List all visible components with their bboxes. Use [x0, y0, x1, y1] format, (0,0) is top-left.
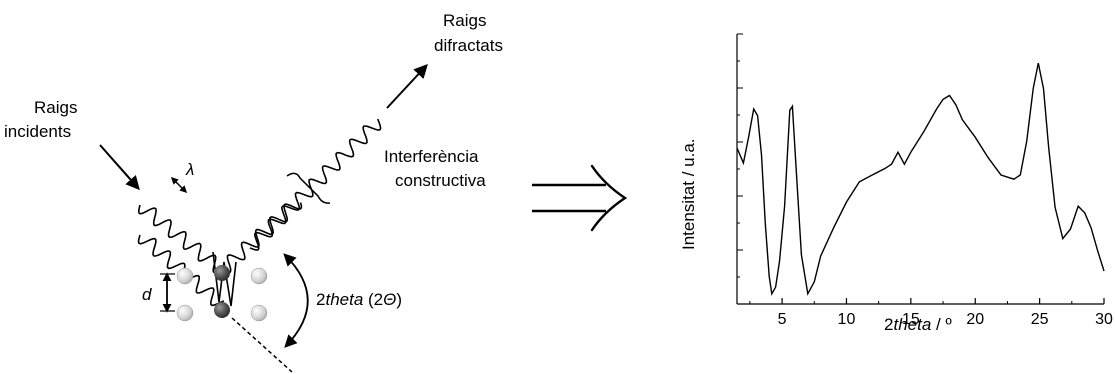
angle-arc: [283, 253, 309, 348]
diffracted-arrow: [386, 63, 428, 109]
incident-wave-2: [137, 234, 225, 307]
spacing-symbol: d: [142, 285, 152, 304]
incident-extension: [231, 317, 293, 373]
incident-arrow: [99, 144, 140, 191]
angle-label: 2theta (2Θ): [316, 290, 402, 309]
atom-light: [250, 267, 268, 285]
diffracted-wave-2: [249, 118, 382, 251]
diffracted-label-line1: Raigs: [443, 11, 486, 30]
xrd-curve: [736, 62, 1105, 296]
atom-light: [176, 304, 194, 322]
wavefront-bracket: [286, 172, 331, 204]
x-tick-label: 5: [778, 311, 787, 328]
diffracted-wave-1: [221, 202, 303, 274]
atom-light: [250, 304, 268, 322]
y-axis-label: Intensitat / u.a.: [679, 138, 698, 250]
interference-line2: constructiva: [395, 171, 486, 190]
x-axis-label: 2theta / º: [884, 315, 952, 334]
interference-line1: Interferència: [384, 147, 479, 166]
x-tick-label: 15: [902, 311, 920, 328]
reflection-path: [212, 251, 237, 307]
atom-dark: [214, 302, 230, 318]
x-tick-label: 20: [966, 311, 984, 328]
atom-dark: [214, 265, 230, 281]
xrd-chart: 5 10 15 20 25 30 Intensitat / u.a. 2theta / º: [679, 33, 1113, 334]
incident-label-line1: Raigs: [34, 98, 77, 117]
incident-label-line2: incidents: [4, 122, 71, 141]
atom-light: [176, 267, 194, 285]
y-ticks: [737, 33, 743, 305]
diffraction-diagram: Raigs incidents Raigs difractats Interfe…: [4, 11, 503, 373]
wavelength-arrow: [170, 176, 188, 194]
x-ticks: 5 10 15 20 25 30: [749, 298, 1113, 328]
x-tick-label: 30: [1095, 311, 1113, 328]
wavelength-symbol: λ: [185, 160, 194, 179]
incident-wave-1: [137, 204, 221, 274]
x-tick-label: 10: [838, 311, 856, 328]
x-tick-label: 25: [1031, 311, 1049, 328]
implication-arrow: [532, 164, 628, 232]
diffracted-label-line2: difractats: [434, 36, 503, 55]
